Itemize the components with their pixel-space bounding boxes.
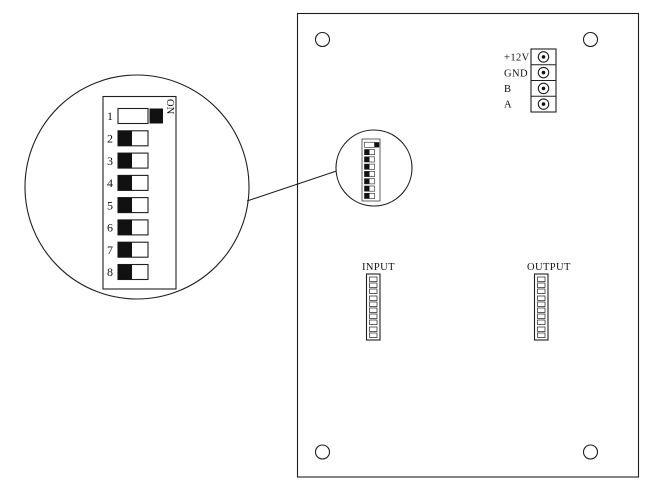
input-pin-cell (369, 276, 378, 282)
dip-switch-slider-off (118, 242, 132, 258)
output-pin-cell (537, 332, 546, 338)
terminal-screw-a (537, 98, 550, 110)
mini-dip-slider-3-off (364, 156, 370, 162)
dip-switch-number: 3 (107, 154, 113, 168)
terminal-label-a: A (504, 100, 512, 111)
panel-outline (296, 12, 640, 478)
output-pin-cell (537, 301, 546, 307)
dip-switch-row-6: 6 (107, 219, 149, 236)
input-pin-cell (369, 319, 378, 325)
mini-dip-circle (335, 129, 413, 207)
output-pin-cell (537, 282, 546, 288)
input-pin-cell (369, 313, 378, 319)
mounting-hole-bottom-right (582, 444, 599, 460)
output-pin-cell (537, 288, 546, 294)
dip-switch-row-3: 3 (107, 152, 149, 169)
input-pin-cell (369, 282, 378, 288)
mini-dip-slider-5-off (364, 171, 370, 177)
dip-switch-slider-off (118, 219, 132, 235)
input-pin-cell (369, 307, 378, 313)
panel (296, 12, 640, 478)
dip-switch-slider-off (118, 197, 132, 213)
dip-switch-slot (117, 107, 149, 125)
dip-switch-slider-off (118, 130, 132, 146)
dip-switch-number: 4 (107, 176, 113, 190)
terminal-screw-b (537, 82, 550, 95)
mounting-hole-top-right (582, 31, 599, 48)
dip-switch-row-5: 5 (107, 197, 149, 214)
terminal-screw-center (541, 102, 546, 106)
input-connector-body (365, 273, 381, 341)
mini-dip-slider-8-off (364, 193, 370, 199)
terminal-label-b: B (504, 84, 511, 95)
output-pin-cell (537, 326, 546, 332)
terminal-screw-center (541, 86, 546, 91)
dip-switch-row-2: 2 (107, 130, 149, 147)
mounting-hole-top-left (314, 31, 331, 48)
input-pin-cell (369, 295, 378, 301)
dip-switch-row-7: 7 (107, 241, 149, 258)
input-pin-cell (369, 301, 378, 307)
dip-switch-slider-off (118, 153, 132, 169)
terminal-screw-center (541, 55, 546, 59)
input-pin-cell (369, 332, 378, 338)
input-pin-cell (369, 288, 378, 294)
output-pin-cell (537, 276, 546, 282)
terminal-screw-center (541, 70, 546, 75)
dip-on-label: ON (164, 99, 175, 115)
output-pin-cell (537, 319, 546, 325)
input-label: INPUT (362, 262, 395, 273)
output-label: OUTPUT (527, 262, 571, 273)
mini-dip-slider-2-off (364, 149, 370, 155)
dip-switch-slider-off (118, 264, 132, 280)
mini-dip-slider-7-off (364, 186, 370, 192)
output-connector-body (533, 273, 549, 341)
terminal-screw-12v (537, 51, 550, 63)
terminal-label-12v: +12V (504, 53, 530, 64)
output-pin-cell (537, 295, 546, 301)
dip-switch-number: 7 (107, 243, 113, 257)
output-connector: OUTPUT (527, 262, 571, 341)
dip-switch-number: 6 (107, 221, 113, 235)
terminal-block: +12V GND B A (504, 48, 557, 113)
dip-switch-slider-on (149, 108, 163, 124)
output-pin-cell (537, 307, 546, 313)
mini-dip-slot-1 (364, 141, 375, 148)
mini-dip-slider-1-on (374, 142, 380, 148)
dip-switch-row-1: 1 (107, 107, 163, 125)
zoom-leader-line (246, 170, 337, 202)
terminal-screw-gnd (537, 66, 550, 79)
dip-switch-number: 8 (107, 265, 113, 279)
mini-dip-switch (335, 129, 413, 207)
input-pin-cell (369, 326, 378, 332)
dip-switch-number: 1 (107, 109, 113, 123)
terminal-label-gnd: GND (504, 68, 528, 79)
dip-switch-body (102, 95, 177, 290)
input-connector: INPUT (362, 262, 395, 341)
mini-dip-slider-4-off (364, 164, 370, 170)
dip-switch-number: 2 (107, 132, 113, 146)
zoom-circle (24, 74, 250, 300)
dip-switch-number: 5 (107, 198, 113, 212)
dip-switch-row-4: 4 (107, 174, 149, 191)
dip-switch-row-8: 8 (107, 263, 149, 281)
dip-switch-slider-off (118, 175, 132, 191)
dip-switch-detail: ON 1 2 3 4 5 6 (24, 74, 250, 300)
mounting-hole-bottom-left (314, 444, 331, 460)
mini-dip-body (361, 138, 381, 202)
output-pin-cell (537, 313, 546, 319)
mini-dip-slider-6-off (364, 178, 370, 184)
